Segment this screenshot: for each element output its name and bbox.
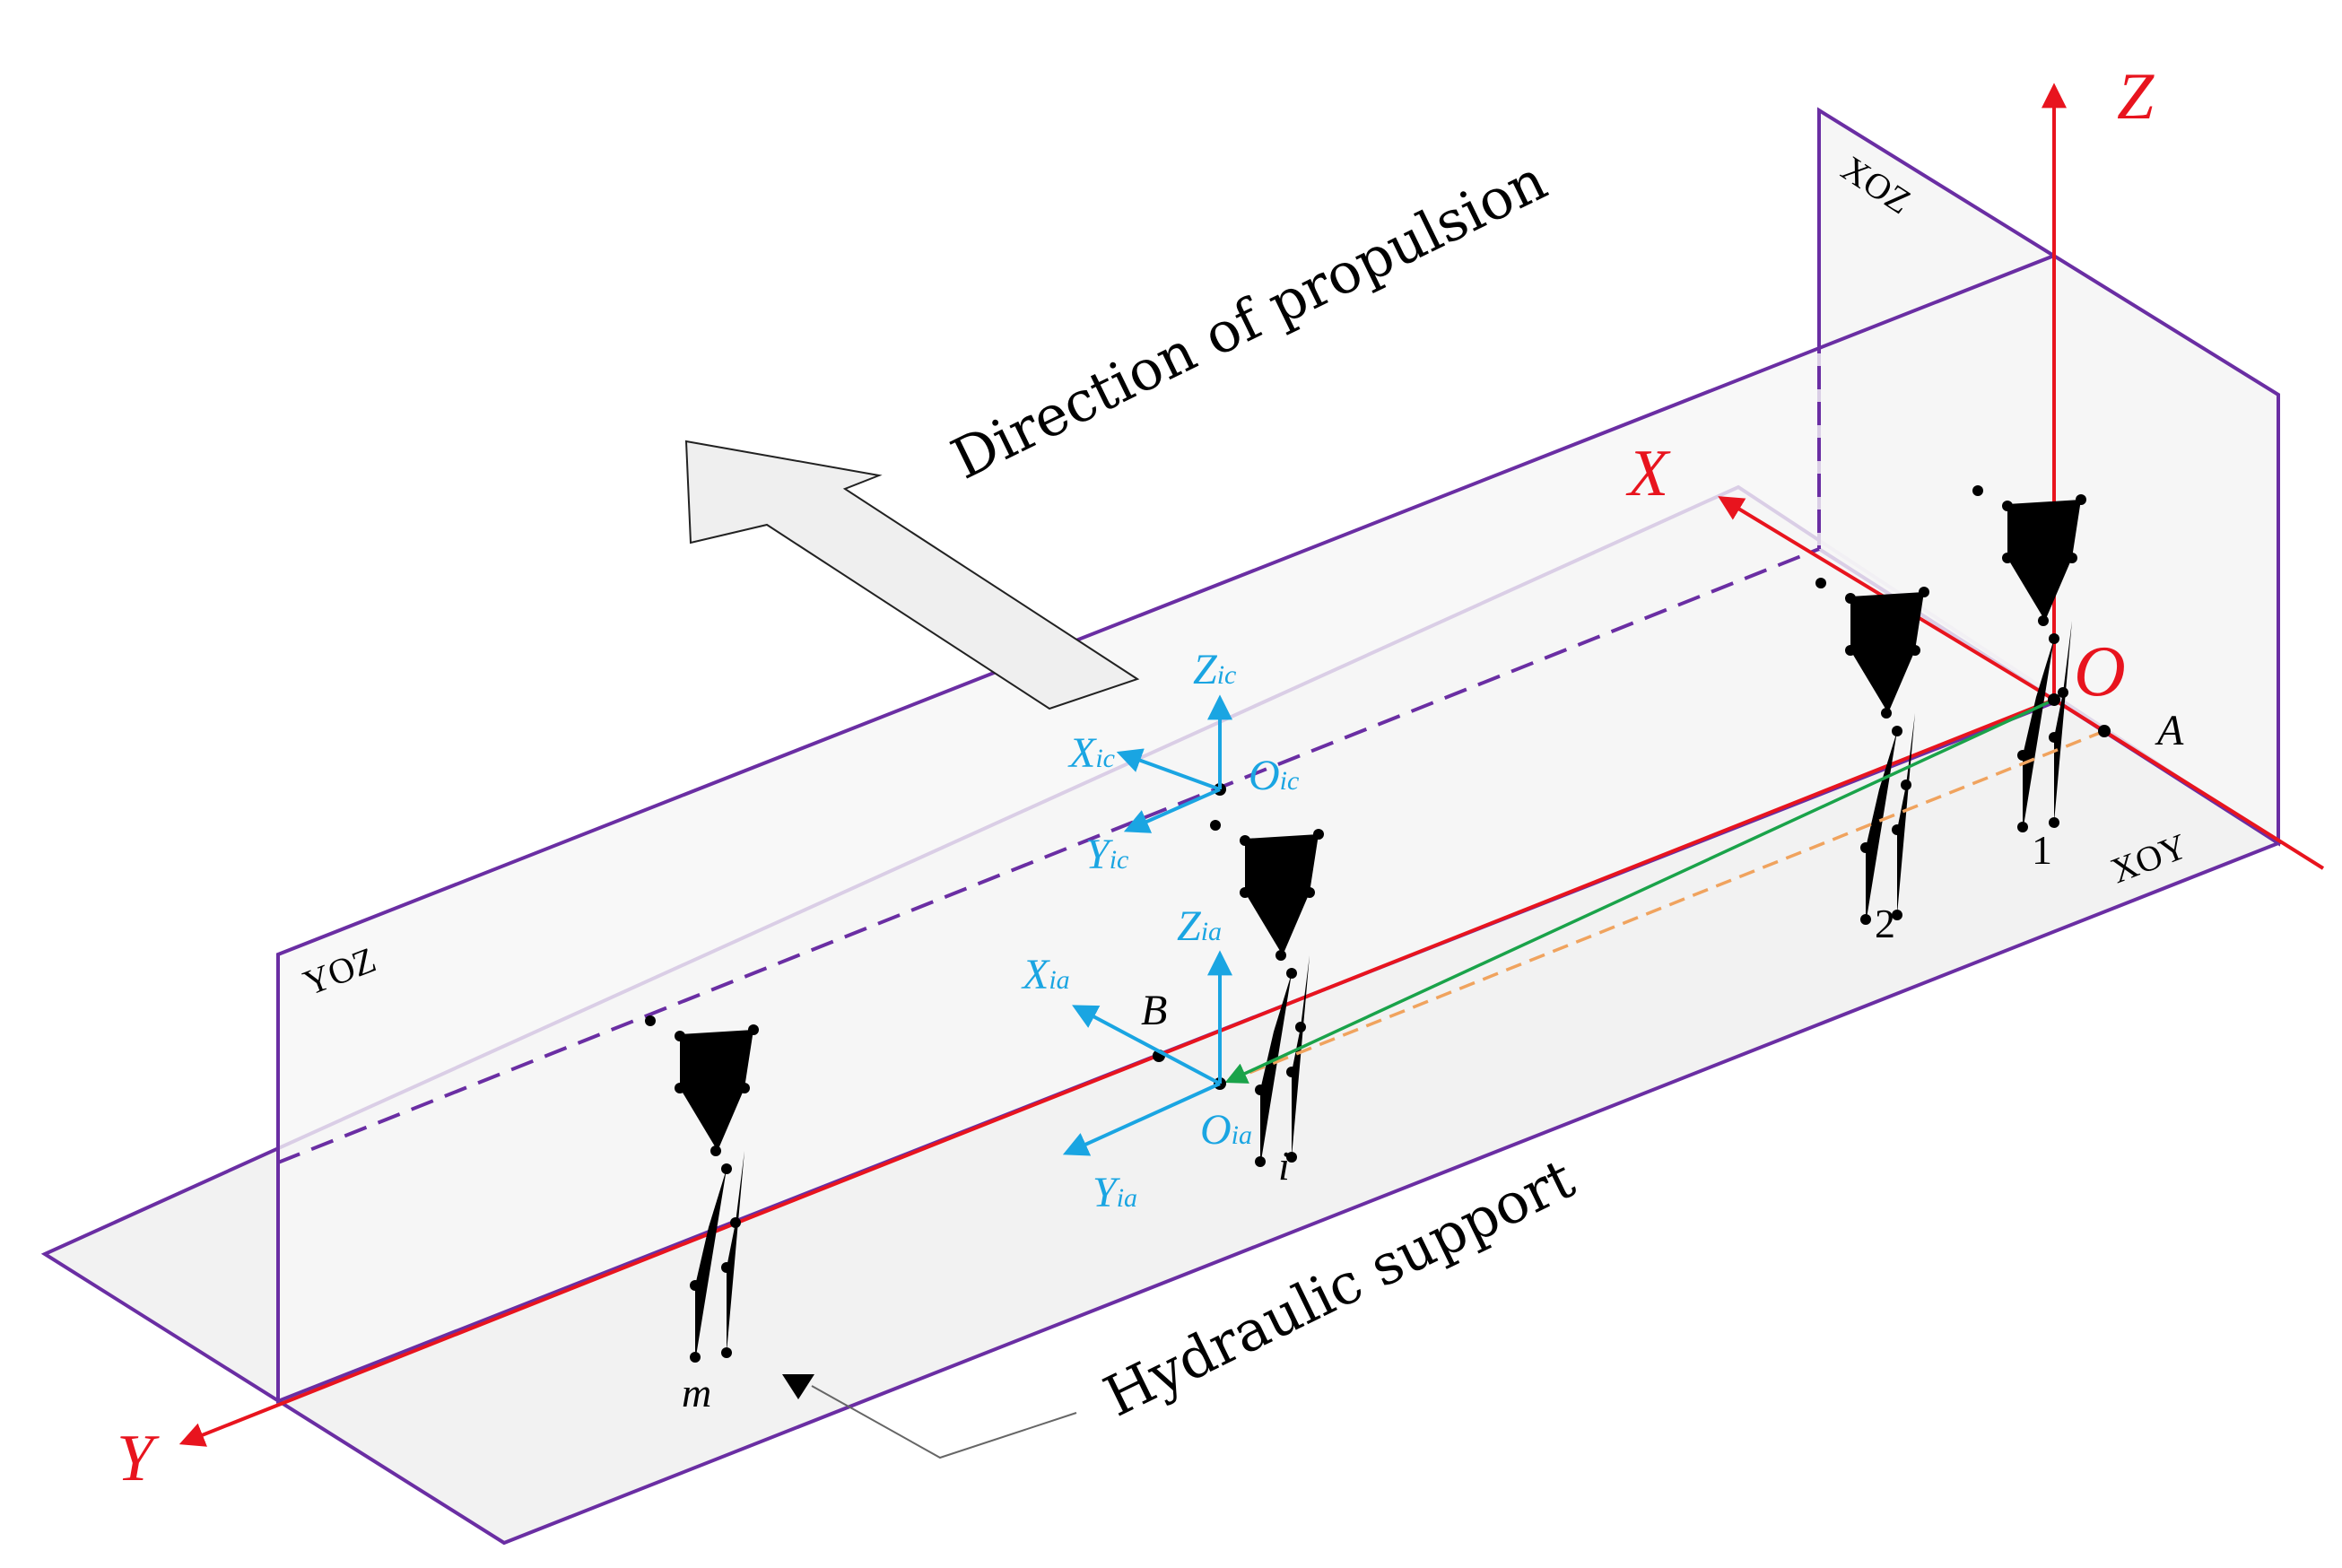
crest-y-axis: [1123, 788, 1221, 833]
base-z-label: Zia: [1177, 902, 1222, 950]
global-axis-labels: Z X Y O: [117, 60, 2155, 1495]
x-axis-tail: [2052, 698, 2325, 870]
y-axis-label: Y: [117, 1422, 160, 1495]
hydraulic-callout: [782, 1374, 1077, 1459]
crest-y-label: Yic: [1085, 831, 1128, 878]
base-y-label: Yia: [1093, 1169, 1137, 1216]
propulsion-arrow: [684, 440, 1140, 710]
support-number-labels: 1 2 i m: [682, 827, 2052, 1416]
base-x-axis: [1072, 1005, 1221, 1085]
support-2-label: 2: [1875, 901, 1895, 946]
point-b-label: B: [1141, 987, 1167, 1034]
base-y-axis: [1062, 1082, 1221, 1156]
crest-x-axis: [1116, 748, 1221, 791]
y-axis: [178, 698, 2055, 1447]
callout-pointer-icon: [782, 1374, 814, 1399]
point-a-label: A: [2155, 707, 2184, 754]
base-local-axes: Zia Xia Yia Oia: [1021, 902, 1252, 1216]
point-a: [2098, 725, 2111, 737]
support-1-label: 1: [2032, 827, 2052, 873]
x-axis-label: X: [1625, 437, 1671, 510]
propulsion-caption: Direction of propulsion: [942, 147, 1557, 492]
support-m-label: m: [682, 1370, 711, 1416]
z-axis-label: Z: [2117, 60, 2155, 134]
origin-point: [2048, 693, 2060, 706]
base-origin-label: Oia: [1200, 1106, 1252, 1154]
vector-oa: [1228, 729, 2105, 1083]
origin-label: O: [2074, 632, 2126, 711]
vector-oia: [1224, 698, 2055, 1084]
crest-local-axes: Zic Xic Yic Oic: [1067, 646, 1299, 878]
base-x-label: Xia: [1021, 951, 1070, 998]
crest-origin-label: Oic: [1249, 752, 1299, 799]
support-i-label: i: [1278, 1143, 1290, 1189]
hidden-edge-yoz: [277, 547, 1820, 1164]
crest-x-label: Xic: [1067, 729, 1115, 777]
crest-z-label: Zic: [1193, 646, 1236, 693]
